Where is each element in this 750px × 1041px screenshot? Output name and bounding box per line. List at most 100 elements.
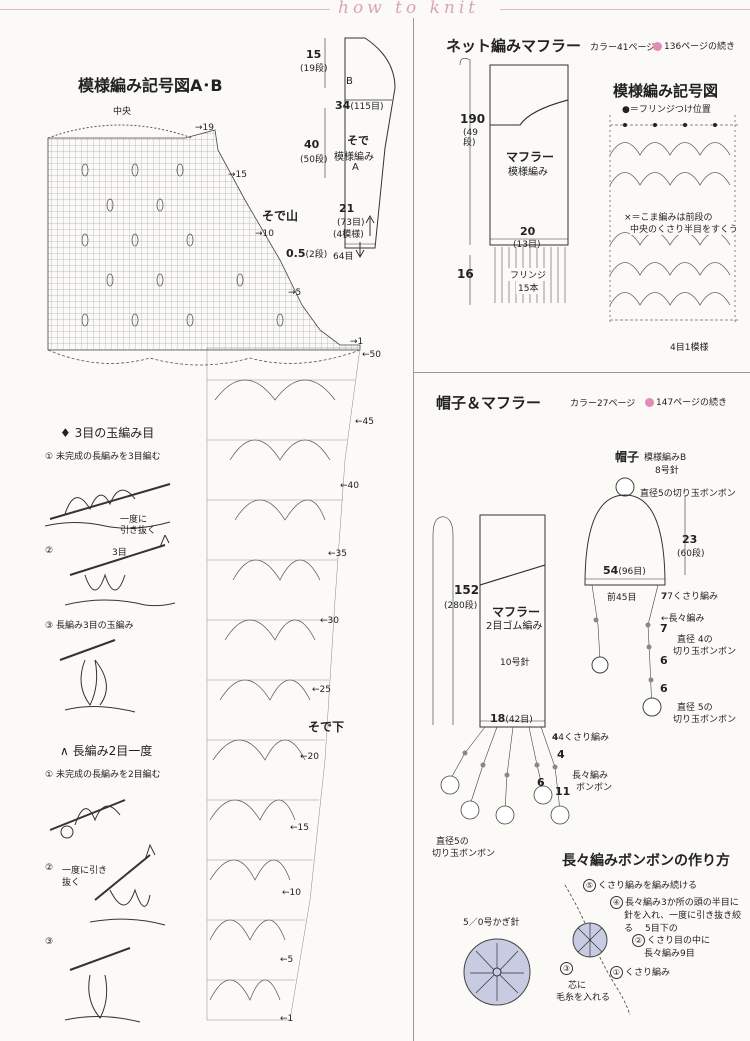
row-15-top: →15 [228, 170, 247, 180]
sch-v40-rows: (50段) [300, 155, 328, 165]
two-tog-step1-illustration [49, 799, 126, 839]
hat-top-pompon: 直径5の切り玉ボンボン [640, 489, 736, 499]
row-35: ←35 [328, 549, 347, 559]
net-note2: 中央のくさり半目をすくう [630, 222, 738, 235]
hat-chain7: 77くさり編み [661, 592, 718, 602]
net-fringe-count: 15本 [516, 281, 541, 294]
row-50: ←50 [362, 350, 381, 360]
hm-n11: 11 [555, 785, 571, 798]
net-len190: 190 [460, 112, 486, 126]
sch-b-label: B [346, 76, 353, 87]
center-label: 中央 [113, 107, 132, 117]
sch-v05: 0.5(2段) [286, 247, 328, 260]
two-tog-step1: ① 未完成の長編みを2目編む [45, 770, 161, 780]
net-sts13: (13目) [513, 240, 541, 250]
hat-n6b: 6 [660, 682, 668, 695]
row-25: ←25 [312, 685, 331, 695]
row-10: ←10 [282, 888, 301, 898]
row-19-top: →19 [195, 123, 214, 133]
howto-s3-num: ③ [560, 962, 575, 975]
net-repeat: 4目1模様 [670, 343, 709, 353]
row-10-top: →10 [255, 229, 274, 239]
howto-s4b: 針を入れ、一度に引き抜き絞る [624, 911, 742, 934]
hm-pompon-word: ボンボン [576, 783, 613, 793]
hat-front45: 前45目 [607, 593, 637, 603]
sch-v15: 15 [306, 48, 322, 61]
sch-sode: そで [347, 134, 369, 147]
tama-title: ♦ 3目の玉編み目 [60, 426, 155, 440]
hat-title: 帽子 [615, 450, 640, 464]
sleeve-top-label: そで山 [262, 209, 299, 223]
two-tog-symbol-icon: ∧ [60, 744, 69, 758]
tama-step2-note2: 引き抜く [120, 526, 157, 536]
hm-pompon-dia2: 切り玉ボンボン [432, 849, 496, 859]
hm-chain4: 44くさり編み [552, 733, 609, 743]
sch-v21-sts: (73目) [337, 218, 365, 228]
hat-c54: 54(96目) [603, 564, 646, 577]
hm-needle: 10号針 [500, 658, 530, 668]
hat-dia4a: 直径 4の [677, 635, 713, 645]
two-tog-step2-note2: 抜く [62, 878, 81, 888]
two-tog-step2-num: ② [45, 863, 54, 873]
yoke-stitch-chart [47, 124, 361, 366]
net-stitch-chart [609, 115, 740, 325]
net-color-ref: カラー41ページ [590, 43, 656, 53]
hat-n7b: 7 [660, 622, 668, 635]
row-30: ←30 [320, 616, 339, 626]
hat-h23: 23 [682, 533, 698, 546]
net-len16: 16 [457, 267, 474, 281]
howto-s3b: 毛糸を入れる [556, 993, 611, 1003]
pink-dot-icon [645, 398, 654, 407]
row-1: ←1 [280, 1014, 294, 1024]
sch-v21-repeats: (4模様) [333, 230, 364, 240]
sch-v21: 21 [339, 202, 355, 215]
sch-v40: 40 [304, 138, 320, 151]
tama-step2-num: ② [45, 546, 54, 556]
howto-s2c: 長々編み9目 [644, 949, 695, 959]
hm-muffler-label: マフラー [492, 605, 541, 619]
hm-rows280: (280段) [444, 601, 478, 611]
net-muffler-schematic [459, 58, 569, 305]
row-20: ←20 [300, 752, 319, 762]
hat-n6a: 6 [660, 654, 668, 667]
header-rule-left [0, 9, 330, 10]
hm-n6: 6 [537, 776, 545, 789]
net-fringe: フリンジ [508, 268, 549, 281]
hat-cont-ref: 147ページの続き [645, 395, 727, 408]
net-note1: ×＝こま編みは前段の [624, 210, 713, 223]
row-45: ←45 [355, 417, 374, 427]
hat-rows60: (60段) [677, 549, 705, 559]
net-muffler-label: マフラー [506, 150, 555, 164]
sleeve-schematic [324, 37, 396, 259]
howto-title: 長々編みボンボンの作り方 [562, 853, 730, 869]
two-tog-step2-note1: 一度に引き [62, 866, 108, 876]
two-tog-step2-illustration [90, 843, 166, 926]
net-chart-title: 模様編み記号図 [613, 82, 719, 100]
tama-symbol-icon: ♦ [60, 426, 71, 440]
hm-n4: 4 [557, 748, 565, 761]
sch-v34: 34(115目) [335, 99, 384, 112]
two-tog-title: ∧ 長編み2目一度 [60, 744, 153, 758]
hm-pompon-dia1: 直径5の [436, 837, 469, 847]
howto-hook: 5／0号かぎ針 [463, 918, 520, 928]
hat-muffler-schematic [432, 514, 570, 825]
sleeve-lace-chart [206, 347, 361, 1021]
chart-title-ab: 模様編み記号図A･B [78, 76, 223, 95]
tama-step2-illustration [65, 535, 175, 607]
hm-len152: 152 [454, 583, 480, 597]
row-15: ←15 [290, 823, 309, 833]
hat-dia5a: 直径 5の [677, 703, 713, 713]
hat-needle: 8号針 [655, 466, 679, 476]
hat-color-ref: カラー27ページ [570, 399, 636, 409]
vertical-divider [413, 18, 414, 1041]
sch-pattern: 模様編み [334, 152, 374, 163]
row-5: ←5 [280, 955, 294, 965]
howto-s3a: 芯に [568, 981, 587, 991]
sleeve-bottom-label: そで下 [308, 720, 345, 734]
tama-step3: ③ 長編み3目の玉編み [45, 621, 134, 631]
hat-dia4b: 切り玉ボンボン [673, 647, 737, 657]
